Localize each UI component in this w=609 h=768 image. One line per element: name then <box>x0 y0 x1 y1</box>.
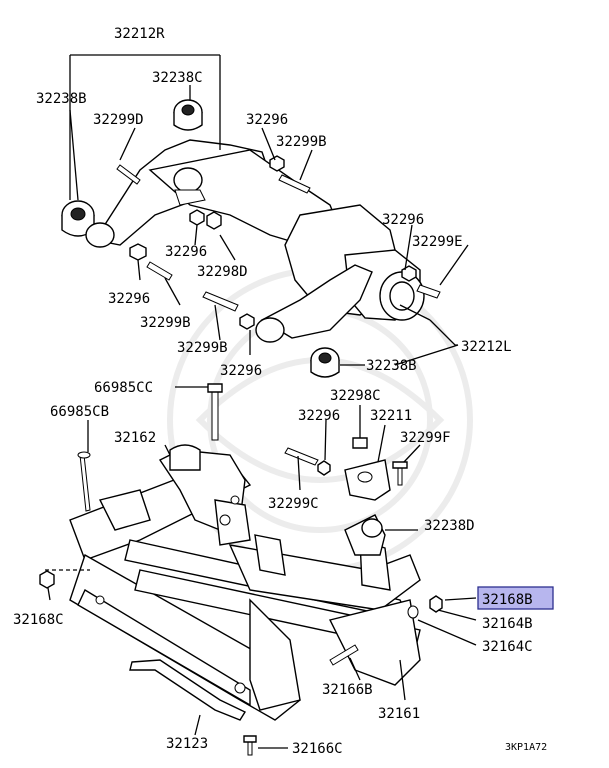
label-32298C[interactable]: 32298C <box>330 388 381 404</box>
leader-lines <box>45 54 477 749</box>
label-32212L[interactable]: 32212L <box>461 339 512 355</box>
label-32212R[interactable]: 32212R <box>114 26 165 42</box>
label-32296-a[interactable]: 32296 <box>246 112 288 128</box>
label-32296-b[interactable]: 32296 <box>382 212 424 228</box>
label-32238D[interactable]: 32238D <box>424 518 475 534</box>
label-66985CC[interactable]: 66985CC <box>94 380 153 396</box>
upper-crossmember-assembly <box>61 99 441 378</box>
label-32299E[interactable]: 32299E <box>412 234 463 250</box>
label-32211[interactable]: 32211 <box>370 408 412 424</box>
label-32168B[interactable]: 32168B <box>482 592 533 608</box>
part-labels: 32212R 32238C 32238B 32299D 32296 32299B… <box>13 26 554 757</box>
label-66985CB[interactable]: 66985CB <box>50 404 109 420</box>
label-32299F[interactable]: 32299F <box>400 430 451 446</box>
label-32299C[interactable]: 32299C <box>268 496 319 512</box>
figure-code: 3KP1A72 <box>505 742 547 753</box>
label-32238B-right[interactable]: 32238B <box>366 358 417 374</box>
label-32164C[interactable]: 32164C <box>482 639 533 655</box>
lower-frame-assembly <box>39 383 443 756</box>
label-32299B-c[interactable]: 32299B <box>177 340 228 356</box>
label-32238B-top[interactable]: 32238B <box>36 91 87 107</box>
label-32166C[interactable]: 32166C <box>292 741 343 757</box>
label-32296-d[interactable]: 32296 <box>108 291 150 307</box>
highlight-box-32168B <box>477 586 554 610</box>
label-32166B[interactable]: 32166B <box>322 682 373 698</box>
label-32296-f[interactable]: 32296 <box>298 408 340 424</box>
label-32298D[interactable]: 32298D <box>197 264 248 280</box>
label-32296-e[interactable]: 32296 <box>220 363 262 379</box>
label-32299D[interactable]: 32299D <box>93 112 144 128</box>
label-32123[interactable]: 32123 <box>166 736 208 752</box>
label-32238C[interactable]: 32238C <box>152 70 203 86</box>
label-32161[interactable]: 32161 <box>378 706 420 722</box>
label-32162[interactable]: 32162 <box>114 430 156 446</box>
label-32296-c[interactable]: 32296 <box>165 244 207 260</box>
label-32299B-a[interactable]: 32299B <box>276 134 327 150</box>
label-32164B[interactable]: 32164B <box>482 616 533 632</box>
label-32299B-b[interactable]: 32299B <box>140 315 191 331</box>
label-32168C[interactable]: 32168C <box>13 612 64 628</box>
